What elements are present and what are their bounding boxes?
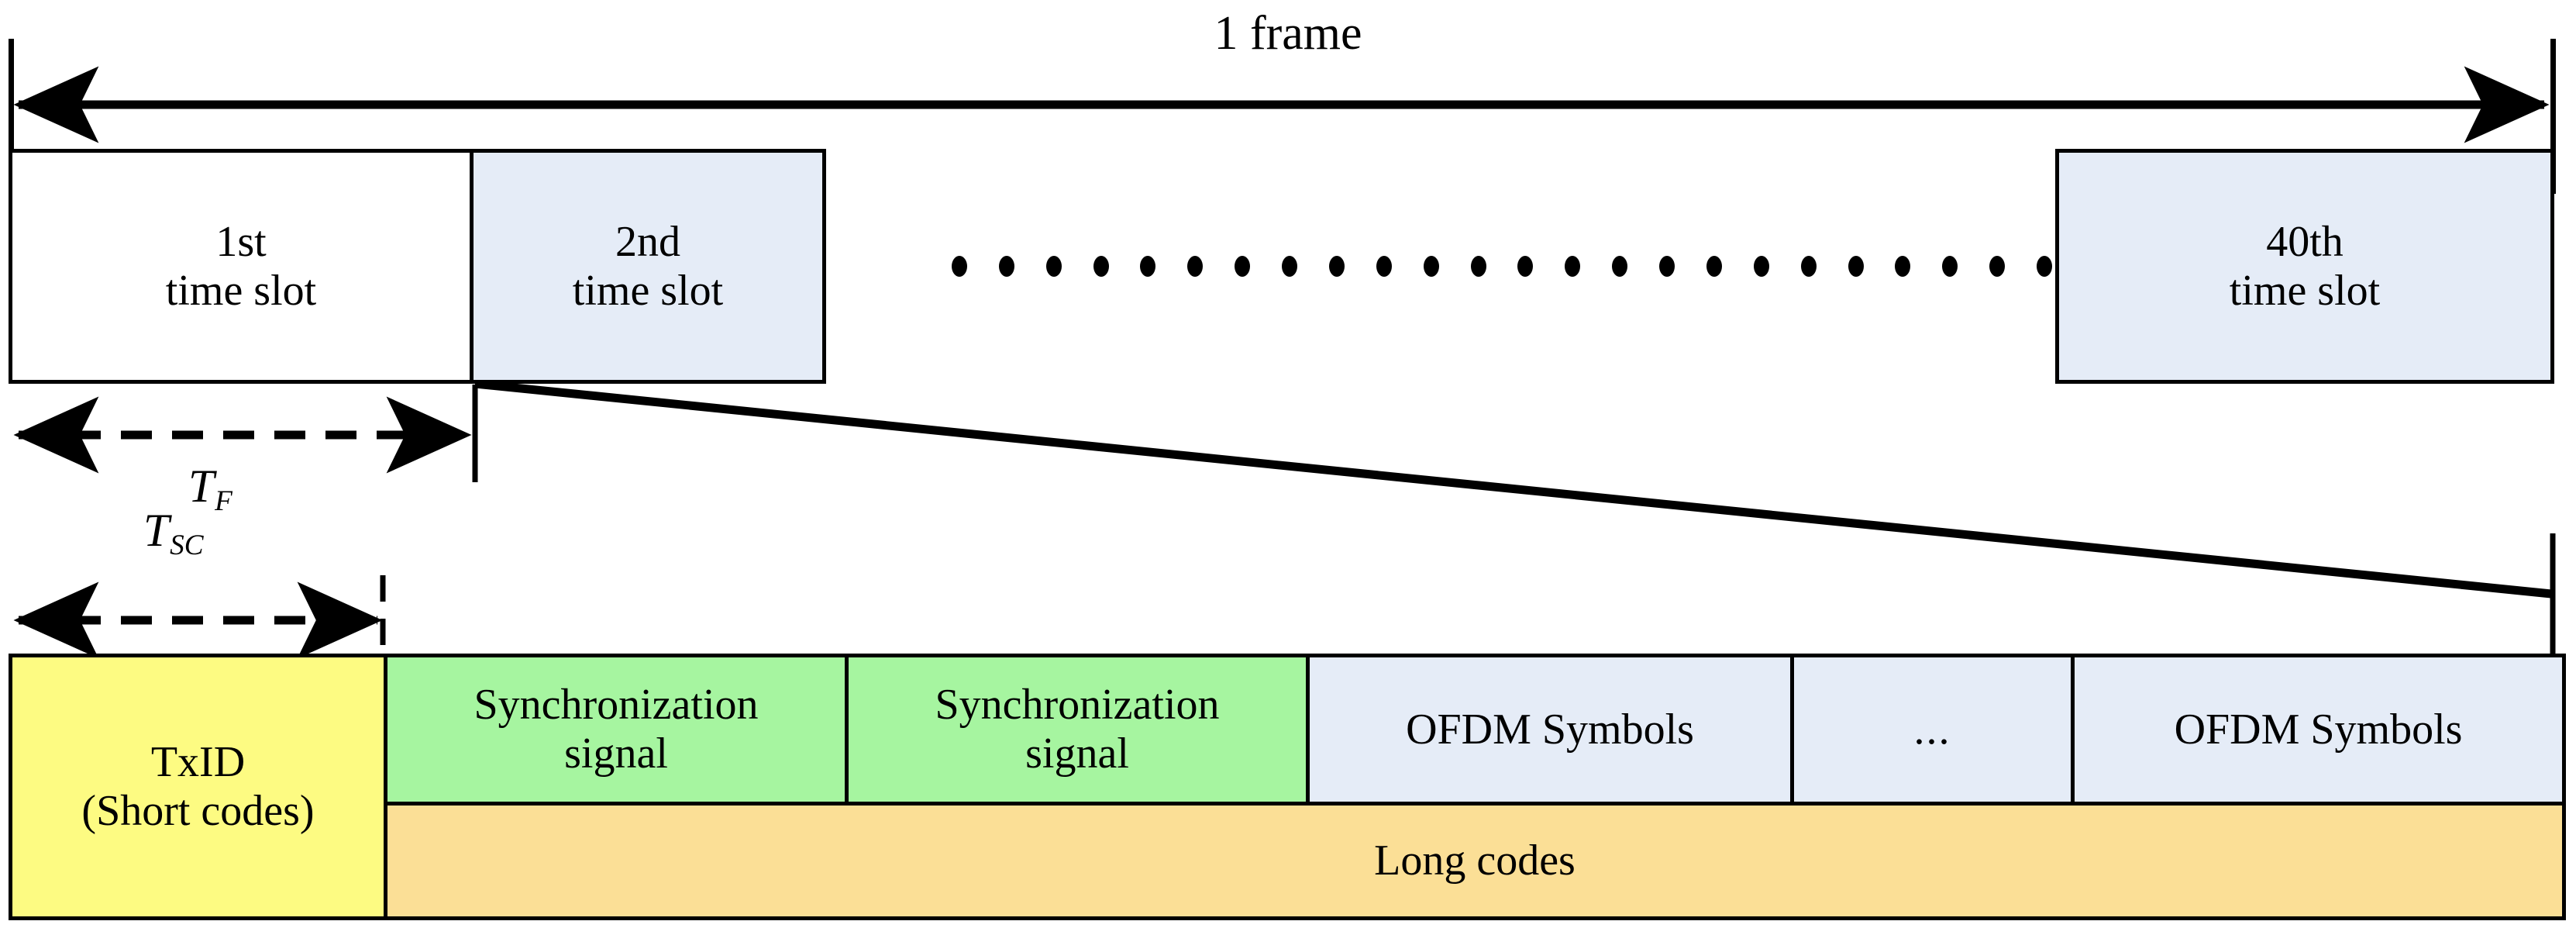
- cell-long-codes[interactable]: Long codes: [384, 802, 2566, 920]
- continuation-dot: [1235, 256, 1251, 277]
- continuation-dot: [1376, 256, 1392, 277]
- cell-ofdm-2[interactable]: OFDM Symbols: [2071, 654, 2566, 806]
- continuation-dot: [1895, 256, 1911, 277]
- cell-long-codes-label: Long codes: [1374, 837, 1576, 885]
- cell-txid-label: TxID(Short codes): [81, 738, 315, 835]
- frame-title: 1 frame: [1214, 7, 1362, 60]
- continuation-dot: [1045, 256, 1062, 277]
- continuation-dot: [1093, 256, 1109, 277]
- continuation-dot: [1848, 256, 1864, 277]
- cell-ofdm-1-label: OFDM Symbols: [1406, 705, 1694, 754]
- cell-txid[interactable]: TxID(Short codes): [9, 654, 387, 920]
- continuation-dot: [1800, 256, 1817, 277]
- cell-ofdm-ellipsis-label: ...: [1913, 705, 1951, 754]
- continuation-dot: [1706, 256, 1722, 277]
- cell-ofdm-1[interactable]: OFDM Symbols: [1306, 654, 1794, 806]
- continuation-dot: [1517, 256, 1534, 277]
- continuation-dot: [1187, 256, 1204, 277]
- expansion-leader-line: [474, 379, 2552, 599]
- continuation-dot: [1989, 256, 2006, 277]
- continuation-dot: [1140, 256, 1156, 277]
- continuation-dot: [1282, 256, 1298, 277]
- continuation-dot: [2037, 256, 2052, 277]
- frame-right-tick: [2550, 39, 2556, 194]
- continuation-dot: [1942, 256, 1958, 277]
- frame-left-tick: [9, 39, 14, 192]
- continuation-dot: [1612, 256, 1628, 277]
- cell-ofdm-2-label: OFDM Symbols: [2174, 705, 2463, 754]
- continuation-dot: [998, 256, 1014, 277]
- cell-ofdm-ellipsis[interactable]: ...: [1790, 654, 2075, 806]
- continuation-dot: [1753, 256, 1769, 277]
- continuation-dot: [1470, 256, 1486, 277]
- continuation-dot: [1565, 256, 1581, 277]
- continuation-dot: [1328, 256, 1345, 277]
- slot-continuation-dots: [952, 256, 2052, 282]
- tf-label: TF: [188, 461, 232, 518]
- continuation-dot: [1659, 256, 1675, 277]
- tsc-label: TSC: [143, 505, 204, 562]
- continuation-dot: [952, 256, 967, 277]
- continuation-dot: [1423, 256, 1439, 277]
